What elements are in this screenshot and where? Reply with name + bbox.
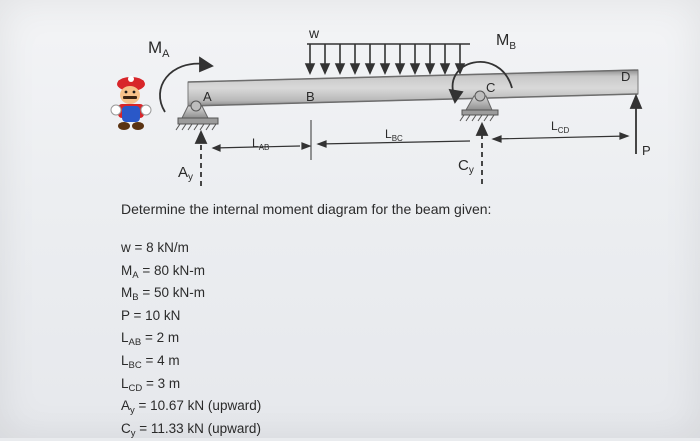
- given-symbol: M: [121, 285, 133, 301]
- cy-label: Cy: [458, 157, 474, 176]
- moment-a-label: MA: [148, 38, 170, 60]
- given-symbol: C: [121, 420, 131, 436]
- ay-label: Ay: [178, 164, 193, 183]
- given-subscript: y: [130, 405, 135, 417]
- given-value: = 50 kN-m: [138, 285, 205, 301]
- given-subscript: y: [130, 427, 136, 439]
- l-ab-label: LAB: [252, 136, 269, 152]
- point-c-label: C: [486, 80, 495, 95]
- given-subscript: B: [132, 292, 139, 304]
- point-a-label: A: [203, 89, 212, 104]
- moment-b-arrow: [448, 61, 513, 104]
- reaction-ay: [194, 129, 208, 186]
- given-value: = 8 kN/m: [130, 240, 189, 255]
- p-label: P: [642, 143, 651, 158]
- given-value: = 4 m: [141, 352, 180, 368]
- given-subscript: CD: [128, 382, 143, 394]
- given-row: Ay = 10.67 kN (upward): [121, 396, 261, 419]
- given-row: LAB = 2 m: [121, 328, 261, 351]
- pin-support-a: [175, 100, 219, 131]
- given-value: = 80 kN-m: [138, 262, 205, 278]
- beam: [187, 69, 639, 107]
- given-row: Cy = 11.33 kN (upward): [121, 419, 261, 441]
- given-symbol: M: [121, 262, 133, 278]
- given-row: LBC = 4 m: [121, 351, 261, 374]
- roller-support-c: [459, 90, 499, 122]
- given-row: LCD = 3 m: [121, 374, 261, 397]
- reaction-cy: [475, 121, 489, 184]
- given-symbol: L: [121, 375, 129, 391]
- given-symbol: w: [121, 240, 131, 255]
- given-row: MB = 50 kN-m: [121, 283, 261, 306]
- l-bc-label: LBC: [385, 127, 403, 143]
- point-load-p: [629, 93, 643, 154]
- given-value: = 2 m: [141, 330, 180, 346]
- point-b-label: B: [306, 89, 315, 104]
- mario-sticker-icon: [110, 76, 152, 130]
- given-subscript: BC: [128, 359, 142, 371]
- given-symbol: A: [121, 398, 131, 414]
- given-row: P = 10 kN: [121, 306, 261, 329]
- load-arrows: [304, 44, 466, 75]
- point-d-label: D: [621, 69, 630, 84]
- given-symbol: P: [121, 307, 130, 323]
- moment-a-arrow: [159, 56, 214, 113]
- problem-prompt: Determine the internal moment diagram fo…: [121, 201, 492, 217]
- given-value: = 3 m: [142, 375, 181, 391]
- w-label: w: [308, 25, 320, 41]
- given-value: = 11.33 kN (upward): [135, 420, 261, 436]
- given-value: = 10.67 kN (upward): [134, 398, 262, 414]
- given-symbol: L: [121, 330, 129, 346]
- given-row: MA = 80 kN-m: [121, 261, 261, 284]
- given-value: = 10 kN: [129, 307, 181, 323]
- given-subscript: A: [132, 269, 139, 281]
- l-cd-label: LCD: [551, 119, 569, 135]
- distributed-load: [304, 43, 470, 75]
- dimension-line: [211, 120, 630, 160]
- given-symbol: L: [121, 352, 129, 368]
- given-row: w = 8 kN/m: [121, 238, 261, 261]
- beam-diagram: MA MB w A B C D LAB LBC LCD Ay Cy P: [110, 25, 651, 186]
- given-subscript: AB: [128, 337, 142, 349]
- moment-b-label: MB: [496, 32, 516, 52]
